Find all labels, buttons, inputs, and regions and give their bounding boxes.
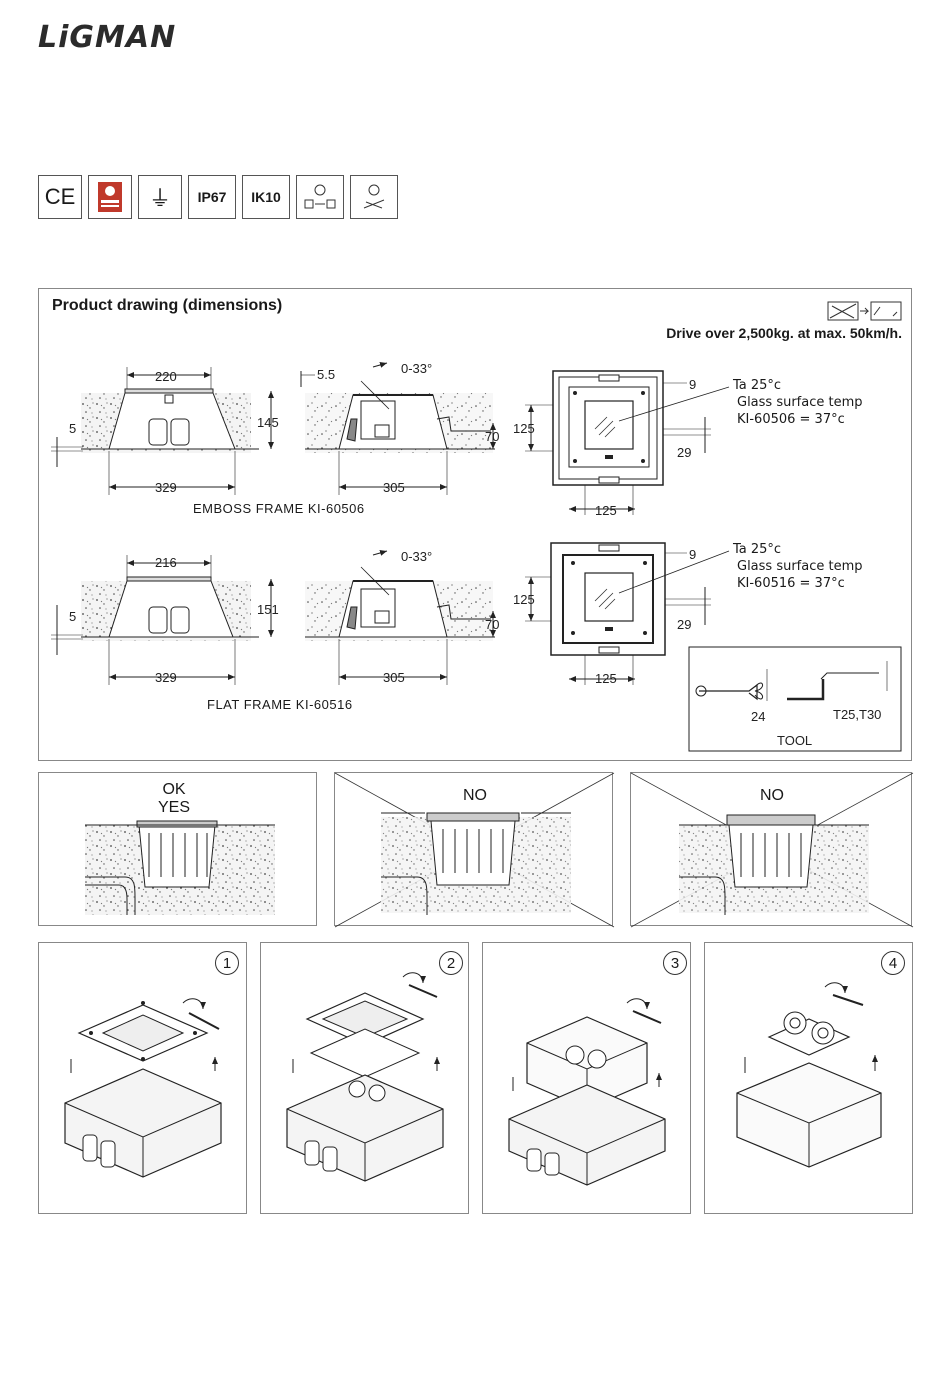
- flat-offset: 5: [69, 609, 76, 624]
- assembly-step-2: 2: [260, 942, 469, 1214]
- install-correct-drawing: [85, 820, 275, 915]
- emboss-gap-top: 9: [689, 377, 696, 392]
- emboss-gap-side: 29: [677, 445, 691, 460]
- emboss-side-inset: 5.5: [317, 367, 335, 382]
- assembly-step-1: 1: [38, 942, 247, 1214]
- assembly-step-3-drawing: [508, 998, 692, 1186]
- install-wrong-drawing-1: [334, 772, 615, 928]
- drawing-title: Product drawing (dimensions): [52, 297, 283, 314]
- flat-temp-note: Ta 25°c Glass surface temp KI-60516 = 37…: [733, 542, 863, 591]
- certification-row: CE ⏚ IP67 IK10: [38, 175, 398, 219]
- assembly-step-4-drawing: [736, 982, 914, 1168]
- emboss-offset: 5: [69, 421, 76, 436]
- flat-body-width: 305: [383, 670, 405, 685]
- quality-seal-icon: [88, 175, 132, 219]
- assembly-step-2-drawing: [286, 972, 470, 1182]
- step-number: 4: [881, 951, 905, 975]
- ik10-badge: IK10: [242, 175, 290, 219]
- drive-over-note: Drive over 2,500kg. at max. 50km/h.: [666, 325, 902, 341]
- emboss-depth: 70: [485, 429, 499, 444]
- flat-gap-side: 29: [677, 617, 691, 632]
- assembly-step-1-drawing: [64, 998, 248, 1178]
- assembly-step-3: 3: [482, 942, 691, 1214]
- emboss-plan-side: 125: [513, 421, 535, 436]
- emboss-base-width: 329: [155, 480, 177, 495]
- flat-top-width: 216: [155, 555, 177, 570]
- assembly-step-4: 4: [704, 942, 913, 1214]
- flat-depth: 70: [485, 617, 499, 632]
- ground-symbol-icon: ⏚: [138, 175, 182, 219]
- tool-label: TOOL: [777, 733, 812, 748]
- step-number: 2: [439, 951, 463, 975]
- drive-over-rating-icon: [296, 175, 344, 219]
- install-no-label-2: NO: [760, 787, 784, 804]
- emboss-frame-label: EMBOSS FRAME KI-60506: [193, 501, 365, 516]
- flat-frame-label: FLAT FRAME KI-60516: [207, 697, 353, 712]
- tool-torx-size: T25,T30: [833, 707, 881, 722]
- technical-drawing: 220 145 329 5 5.5 0-33° 70 305: [51, 361, 902, 752]
- dimension-drawing-panel: Product drawing (dimensions) Drive over …: [38, 288, 912, 761]
- flat-base-width: 329: [155, 670, 177, 685]
- install-wrong-drawing-2: [630, 772, 914, 928]
- walk-over-rating-icon: [350, 175, 398, 219]
- emboss-height: 145: [257, 415, 279, 430]
- install-no-label-1: NO: [463, 787, 487, 804]
- install-wrong-panel-1: NO: [334, 772, 615, 928]
- tilt-adjust-icon: [827, 301, 902, 321]
- tool-wrench-size: 24: [751, 709, 765, 724]
- install-wrong-panel-2: NO: [630, 772, 914, 928]
- ce-mark-icon: CE: [38, 175, 82, 219]
- brand-logo: LiGMAN: [38, 20, 177, 55]
- emboss-temp-note: Ta 25°c Glass surface temp KI-60506 = 37…: [733, 378, 863, 427]
- flat-plan-width: 125: [595, 671, 617, 686]
- step-number: 1: [215, 951, 239, 975]
- emboss-body-width: 305: [383, 480, 405, 495]
- emboss-plan-width: 125: [595, 503, 617, 518]
- emboss-top-width: 220: [155, 369, 177, 384]
- flat-height: 151: [257, 602, 279, 617]
- emboss-tilt: 0-33°: [401, 361, 432, 376]
- step-number: 3: [663, 951, 687, 975]
- ip67-badge: IP67: [188, 175, 236, 219]
- flat-gap-top: 9: [689, 547, 696, 562]
- flat-tilt: 0-33°: [401, 549, 432, 564]
- flat-plan-side: 125: [513, 592, 535, 607]
